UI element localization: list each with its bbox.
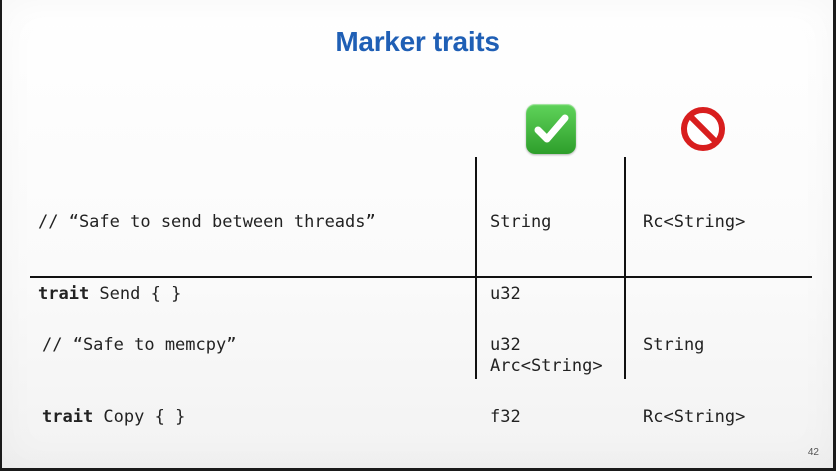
trait-declaration: trait Copy { } bbox=[42, 401, 236, 433]
check-mark-icon bbox=[526, 104, 576, 154]
prohibited-icon bbox=[680, 106, 726, 152]
type-item: f32 bbox=[490, 407, 521, 427]
slide-title: Marker traits bbox=[335, 26, 500, 57]
trait-declaration: trait Send { } bbox=[38, 278, 376, 310]
column-divider-1 bbox=[475, 157, 477, 379]
page-number: 42 bbox=[807, 447, 819, 458]
type-item: Rc<String> bbox=[643, 407, 746, 427]
send-no-types: Rc<String> bbox=[643, 166, 745, 278]
type-item: Arc<String> bbox=[490, 356, 603, 376]
type-item: String bbox=[490, 212, 552, 232]
trait-name: Send { } bbox=[89, 284, 182, 304]
trait-send-definition: // “Safe to send between threads” trait … bbox=[38, 166, 376, 350]
copy-no-types: String Rc<String> bbox=[643, 289, 745, 468]
trait-copy-definition: // “Safe to memcpy” trait Copy { } bbox=[42, 289, 236, 468]
type-item: Rc<String> bbox=[643, 212, 746, 232]
type-item: u32 bbox=[490, 284, 521, 304]
type-item: String bbox=[643, 335, 705, 355]
trait-name: Copy { } bbox=[93, 407, 186, 427]
copy-yes-types: u32 f32 bbox=[490, 289, 531, 468]
row-divider bbox=[30, 276, 812, 278]
trait-keyword: trait bbox=[42, 407, 94, 427]
trait-keyword: trait bbox=[38, 284, 90, 304]
send-yes-types: String u32 Arc<String> bbox=[490, 166, 603, 422]
column-divider-2 bbox=[624, 157, 626, 379]
type-item: u32 bbox=[490, 335, 521, 355]
trait-comment: // “Safe to send between threads” bbox=[38, 212, 376, 232]
trait-comment: // “Safe to memcpy” bbox=[42, 335, 237, 355]
